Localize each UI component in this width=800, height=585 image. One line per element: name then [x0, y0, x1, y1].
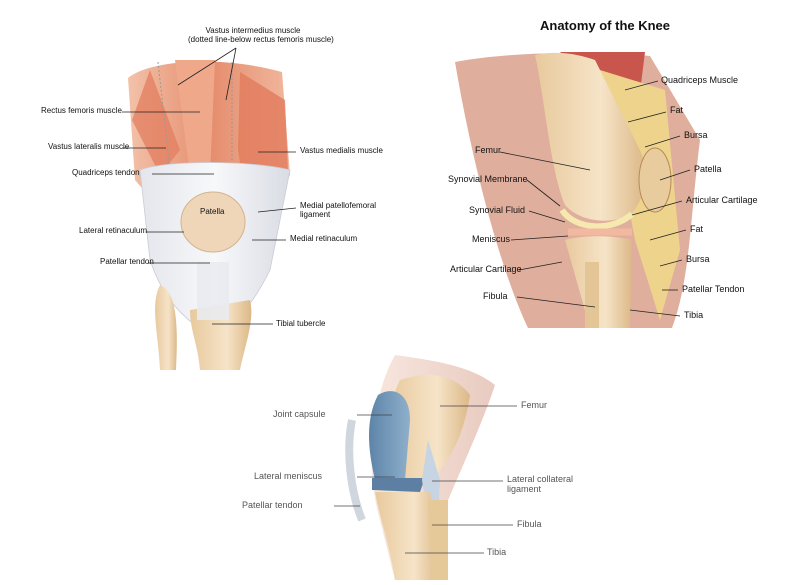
- lateral-patellar-tendon-shape: [349, 420, 362, 520]
- label-vastus-medialis: Vastus medialis muscle: [300, 147, 383, 156]
- label-joint-capsule: Joint capsule: [273, 410, 326, 420]
- label-vastus-intermedius-line2: (dotted line-below rectus femoris muscle…: [188, 36, 318, 45]
- joint-capsule-shape: [369, 391, 410, 480]
- label-rectus-femoris: Rectus femoris muscle: [41, 107, 122, 116]
- patellar-tendon-strap: [197, 262, 229, 320]
- label-tibia-side: Tibia: [684, 311, 703, 321]
- label-fat-top: Fat: [670, 106, 683, 116]
- label-patella-side: Patella: [694, 165, 722, 175]
- label-synovial-membrane: Synovial Membrane: [448, 175, 528, 185]
- patella-side-bone: [639, 148, 671, 212]
- label-tibial-tubercle: Tibial tubercle: [276, 320, 326, 329]
- label-patellar-tendon-side: Patellar Tendon: [682, 285, 744, 295]
- fibula-side-bone: [585, 262, 599, 328]
- label-femur-lateral: Femur: [521, 401, 547, 411]
- label-vastus-lateralis: Vastus lateralis muscle: [48, 143, 129, 152]
- label-fat-bottom: Fat: [690, 225, 703, 235]
- lateral-knee-illustration: [349, 355, 495, 580]
- label-bursa-top: Bursa: [684, 131, 708, 141]
- label-femur-side: Femur: [475, 146, 501, 156]
- label-tibia-lateral: Tibia: [487, 548, 506, 558]
- label-lateral-collateral-line2: ligament: [507, 485, 573, 495]
- label-lateral-retinaculum: Lateral retinaculum: [79, 227, 147, 236]
- sagittal-knee-illustration: [455, 52, 700, 328]
- label-fibula-side: Fibula: [483, 292, 508, 302]
- label-meniscus: Meniscus: [472, 235, 510, 245]
- label-articular-cartilage-left: Articular Cartilage: [450, 265, 522, 275]
- label-articular-cartilage-right: Articular Cartilage: [686, 196, 758, 206]
- label-quadriceps-tendon: Quadriceps tendon: [72, 169, 140, 178]
- label-medial-patellofemoral-line2: ligament: [300, 211, 376, 220]
- label-patella-front: Patella: [200, 208, 224, 217]
- label-lateral-meniscus: Lateral meniscus: [254, 472, 322, 482]
- label-bursa-bottom: Bursa: [686, 255, 710, 265]
- label-synovial-fluid: Synovial Fluid: [469, 206, 525, 216]
- diagram-title: Anatomy of the Knee: [540, 18, 670, 33]
- label-medial-patellofemoral: Medial patellofemoral ligament: [300, 202, 376, 220]
- label-medial-retinaculum: Medial retinaculum: [290, 235, 357, 244]
- label-patellar-tendon-front: Patellar tendon: [100, 258, 154, 267]
- patella-bone: [181, 192, 245, 252]
- label-patellar-tendon-lateral: Patellar tendon: [242, 501, 303, 511]
- label-lateral-collateral-ligament: Lateral collateral ligament: [507, 475, 573, 495]
- label-quadriceps-muscle: Quadriceps Muscle: [661, 76, 738, 86]
- label-vastus-intermedius: Vastus intermedius muscle (dotted line-b…: [188, 27, 318, 45]
- label-fibula-lateral: Fibula: [517, 520, 542, 530]
- lateral-meniscus-shape: [372, 478, 425, 492]
